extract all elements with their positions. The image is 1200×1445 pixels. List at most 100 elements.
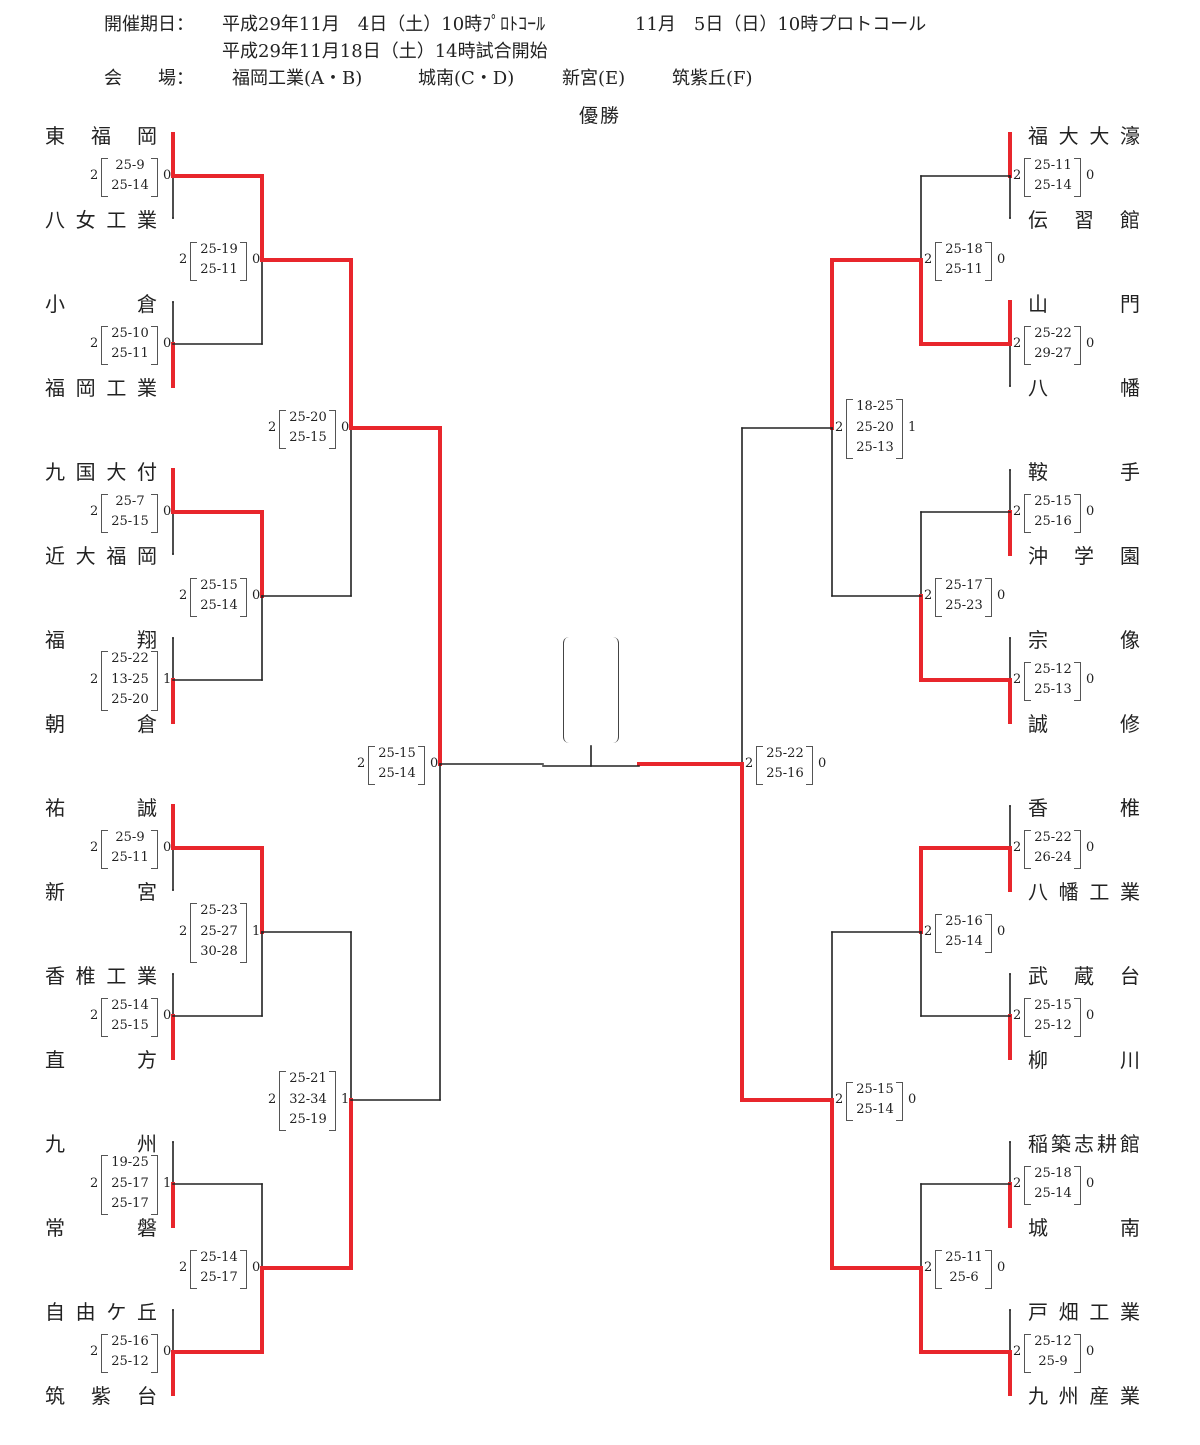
team-right-9: 香椎 [1028, 796, 1140, 820]
sets-lost: 0 [252, 588, 261, 603]
sets-lost: 0 [1086, 672, 1095, 687]
sets-lost: 0 [997, 924, 1006, 939]
sets-lost: 0 [1086, 168, 1095, 183]
sets-lost: 1 [163, 1176, 172, 1191]
champion-label: 優勝 [578, 105, 621, 127]
set-score: 25-15 [1034, 493, 1072, 509]
sets-won: 2 [924, 588, 933, 603]
set-score: 13-25 [111, 671, 149, 687]
sets-lost: 0 [252, 252, 261, 267]
date-1: 平成29年11月 4日（土）10時ﾌﾟﾛﾄｺｰﾙ [222, 14, 546, 35]
set-score: 30-28 [200, 944, 238, 960]
sets-lost: 0 [341, 420, 350, 435]
set-score: 25-15 [111, 514, 149, 529]
set-score: 25-7 [115, 493, 145, 509]
sets-won: 2 [1013, 336, 1022, 351]
set-score: 25-23 [945, 598, 983, 613]
sets-lost: 1 [908, 420, 917, 435]
set-score: 25-14 [856, 1102, 894, 1117]
set-score: 25-15 [111, 1018, 149, 1033]
sets-won: 2 [1013, 1344, 1022, 1359]
sets-lost: 0 [997, 252, 1006, 267]
sets-won: 2 [90, 336, 99, 351]
sets-won: 2 [835, 1092, 844, 1107]
team-right-1: 福大大濠 [1028, 124, 1140, 148]
set-score: 25-14 [1034, 178, 1072, 193]
set-score: 25-19 [200, 241, 238, 257]
date-3: 平成29年11月18日（土）14時試合開始 [222, 41, 548, 62]
set-score: 25-22 [1034, 829, 1072, 845]
period-label: 開催期日： [104, 14, 194, 35]
set-score: 25-13 [856, 440, 894, 456]
sets-lost: 0 [1086, 336, 1095, 351]
set-score: 25-17 [111, 1196, 149, 1212]
team-left-16: 筑紫台 [45, 1384, 157, 1408]
team-left-4: 福岡工業 [45, 376, 157, 400]
set-score: 25-23 [200, 903, 238, 919]
set-score: 25-15 [378, 745, 416, 761]
set-score: 25-15 [856, 1081, 894, 1097]
set-score: 25-22 [111, 651, 149, 667]
sets-lost: 0 [1086, 1008, 1095, 1023]
header: 開催期日： 平成29年11月 4日（土）10時ﾌﾟﾛﾄｺｰﾙ 11月 5日（日）… [0, 0, 1200, 100]
sets-won: 2 [924, 252, 933, 267]
set-score: 25-12 [1034, 661, 1072, 677]
set-score: 25-17 [200, 1270, 238, 1285]
sets-won: 2 [924, 924, 933, 939]
sets-won: 2 [1013, 1008, 1022, 1023]
set-score: 25-15 [289, 430, 327, 445]
set-score: 25-11 [1034, 157, 1072, 173]
set-score: 25-22 [766, 745, 804, 761]
sets-lost: 0 [997, 1260, 1006, 1275]
sets-won: 2 [1013, 168, 1022, 183]
sets-won: 2 [90, 504, 99, 519]
sets-won: 2 [179, 1260, 188, 1275]
sets-won: 2 [90, 1176, 99, 1191]
score-right-r1-1: 2 25-11 25-14 0 [1013, 156, 1095, 197]
set-score: 25-15 [200, 577, 238, 593]
set-score: 25-15 [1034, 997, 1072, 1013]
team-left-11: 香椎工業 [45, 964, 157, 988]
set-score: 25-18 [1034, 1165, 1072, 1181]
set-score: 32-34 [289, 1091, 327, 1107]
set-score: 25-11 [111, 346, 149, 361]
sets-won: 2 [1013, 840, 1022, 855]
team-left-6: 近大福岡 [45, 544, 157, 568]
set-score: 25-17 [111, 1175, 149, 1191]
set-score: 25-11 [200, 262, 238, 277]
sets-lost: 0 [1086, 1344, 1095, 1359]
set-score: 25-22 [1034, 325, 1072, 341]
set-score: 25-6 [949, 1270, 979, 1285]
team-left-2: 八女工業 [45, 208, 157, 232]
sets-won: 2 [90, 1008, 99, 1023]
team-right-5: 鞍手 [1028, 460, 1140, 484]
venue-f: 筑紫丘(F) [672, 68, 753, 89]
set-score: 25-14 [200, 1249, 238, 1265]
sets-lost: 0 [1086, 504, 1095, 519]
team-right-11: 武蔵台 [1028, 964, 1140, 988]
set-score: 25-17 [945, 577, 983, 593]
sets-lost: 0 [163, 1344, 172, 1359]
champion-box [563, 637, 619, 743]
set-score: 25-19 [289, 1112, 327, 1128]
sets-lost: 1 [341, 1092, 350, 1107]
set-score: 25-20 [111, 692, 149, 708]
sets-lost: 0 [908, 1092, 917, 1107]
set-score: 25-18 [945, 241, 983, 257]
score-right-r3-2: 2 25-15 25-14 0 [835, 1080, 917, 1121]
team-left-7: 福翔 [45, 628, 157, 652]
sets-lost: 1 [163, 672, 172, 687]
